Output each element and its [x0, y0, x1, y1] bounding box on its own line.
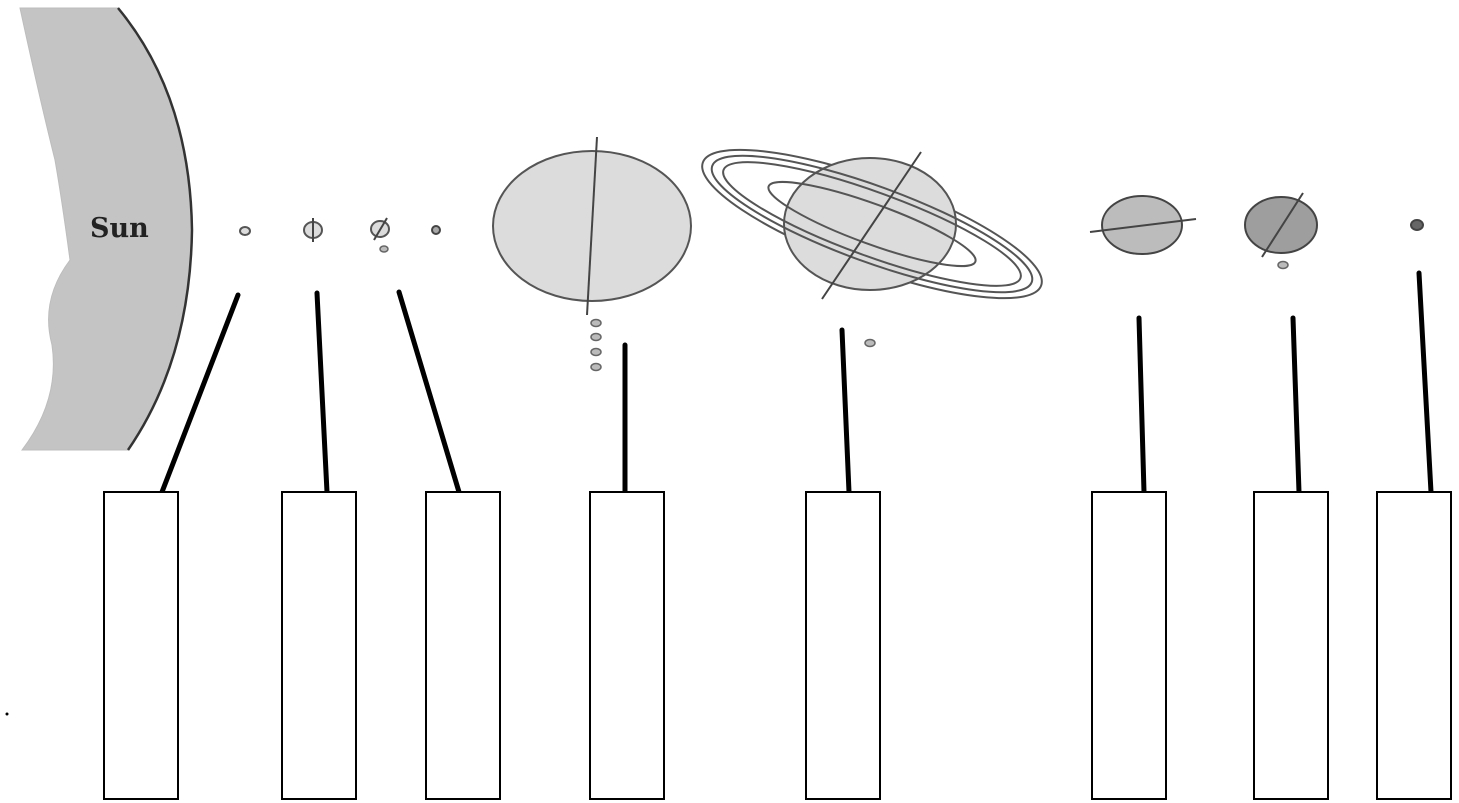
pointer-line — [399, 292, 459, 492]
planet-earth — [371, 218, 389, 252]
answer-box[interactable] — [1092, 492, 1166, 799]
answer-box[interactable] — [426, 492, 500, 799]
planet-saturn — [688, 121, 1056, 346]
jupiter-moon — [591, 334, 601, 341]
answer-box[interactable] — [806, 492, 880, 799]
answer-boxes — [104, 492, 1451, 799]
answer-box[interactable] — [282, 492, 356, 799]
jupiter-moon — [591, 349, 601, 356]
sun-label: Sun — [90, 213, 149, 244]
pointer-lines — [162, 273, 1431, 492]
pointer-line — [1139, 318, 1144, 492]
planet-venus — [304, 218, 322, 242]
answer-box[interactable] — [1377, 492, 1451, 799]
planet-uranus — [1090, 196, 1196, 254]
pointer-line — [317, 293, 327, 492]
planet-mercury — [240, 227, 250, 235]
planet-jupiter — [493, 137, 691, 371]
pointer-line — [1293, 318, 1299, 492]
answer-box[interactable] — [104, 492, 178, 799]
jupiter-moon — [591, 320, 601, 327]
planet-pluto — [1411, 220, 1423, 230]
pointer-line — [1419, 273, 1431, 492]
planet-neptune — [1245, 193, 1317, 269]
earth-moon — [380, 246, 388, 252]
answer-box[interactable] — [1254, 492, 1328, 799]
answer-box[interactable] — [590, 492, 664, 799]
stray-dot — [6, 713, 9, 716]
neptune-moon — [1278, 262, 1288, 269]
jupiter-moon — [591, 364, 601, 371]
pointer-line — [842, 330, 849, 492]
saturn-moon — [865, 340, 875, 347]
sun: Sun — [20, 8, 192, 450]
planet-mars — [432, 226, 440, 234]
